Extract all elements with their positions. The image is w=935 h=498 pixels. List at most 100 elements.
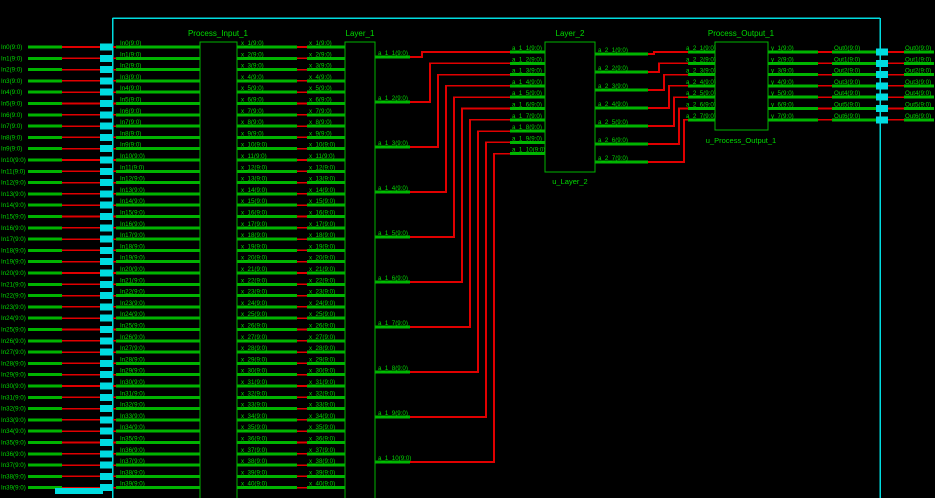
layer-1-in-pin[interactable] — [307, 294, 345, 298]
top-input-port-pin[interactable] — [28, 316, 62, 320]
process-input-in-pin[interactable] — [116, 68, 200, 72]
input-port-symbol[interactable] — [100, 439, 113, 446]
layer-1-out-pin[interactable] — [375, 235, 410, 239]
layer-1-in-pin[interactable] — [307, 192, 345, 196]
process-input-out-pin[interactable] — [237, 328, 297, 331]
top-input-port-pin[interactable] — [28, 418, 62, 422]
instance-process-output-1[interactable] — [714, 41, 769, 131]
output-port-symbol[interactable] — [876, 71, 888, 79]
layer-1-out-pin[interactable] — [375, 280, 410, 284]
input-port-symbol[interactable] — [100, 179, 113, 187]
top-input-port-pin[interactable] — [28, 147, 62, 151]
output-port-symbol[interactable] — [876, 59, 888, 67]
process-input-out-pin[interactable] — [237, 429, 297, 433]
input-port-symbol[interactable] — [100, 314, 113, 322]
layer-2-out-pin[interactable] — [595, 124, 648, 128]
layer-1-in-pin[interactable] — [307, 113, 345, 117]
input-port-symbol[interactable] — [100, 145, 113, 153]
output-port-symbol[interactable] — [876, 82, 888, 90]
layer-1-in-pin[interactable] — [307, 441, 345, 444]
input-port-symbol[interactable] — [100, 224, 113, 232]
input-port-symbol[interactable] — [100, 337, 113, 345]
layer-1-in-pin[interactable] — [307, 135, 345, 139]
output-port-symbol[interactable] — [876, 48, 888, 56]
layer-1-in-pin[interactable] — [307, 463, 345, 467]
top-input-port-pin[interactable] — [28, 135, 62, 139]
process-input-out-pin[interactable] — [237, 226, 297, 230]
process-input-out-pin[interactable] — [237, 45, 297, 49]
top-input-port-pin[interactable] — [28, 463, 62, 467]
top-input-port-pin[interactable] — [28, 45, 62, 49]
process-input-out-pin[interactable] — [237, 124, 297, 128]
layer-2-in-pin[interactable] — [510, 50, 545, 54]
process-input-in-pin[interactable] — [116, 373, 200, 377]
input-port-symbol[interactable] — [100, 484, 113, 492]
input-port-symbol[interactable] — [100, 472, 113, 480]
top-input-port-pin[interactable] — [28, 407, 62, 411]
layer-1-out-pin[interactable] — [375, 145, 410, 149]
process-input-in-pin[interactable] — [116, 429, 200, 433]
input-port-symbol[interactable] — [100, 111, 113, 119]
layer-1-in-pin[interactable] — [307, 158, 345, 162]
process-input-out-pin[interactable] — [237, 135, 297, 139]
layer-1-in-pin[interactable] — [307, 271, 345, 275]
process-input-in-pin[interactable] — [116, 282, 200, 286]
net-a2[interactable] — [648, 62, 688, 73]
top-input-port-pin[interactable] — [28, 79, 62, 83]
process-input-out-pin[interactable] — [237, 395, 297, 399]
input-port-symbol[interactable] — [100, 359, 113, 367]
layer-2-out-pin[interactable] — [595, 160, 648, 164]
process-input-out-pin[interactable] — [237, 90, 297, 94]
layer-1-in-pin[interactable] — [307, 203, 345, 207]
process-input-out-pin[interactable] — [237, 282, 297, 286]
top-input-port-pin[interactable] — [28, 203, 62, 207]
top-input-port-pin[interactable] — [28, 395, 62, 399]
top-input-port-pin[interactable] — [28, 339, 62, 343]
instance-layer-2[interactable] — [544, 41, 596, 173]
layer-1-in-pin[interactable] — [307, 248, 345, 252]
layer-1-in-pin[interactable] — [307, 452, 345, 456]
process-input-out-pin[interactable] — [237, 113, 297, 117]
net-a1[interactable] — [410, 73, 510, 148]
process-input-out-pin[interactable] — [237, 452, 297, 456]
net-a1[interactable] — [410, 107, 510, 283]
layer-1-in-pin[interactable] — [307, 339, 345, 343]
layer-1-in-pin[interactable] — [307, 418, 345, 422]
top-input-port-pin[interactable] — [28, 474, 62, 478]
process-input-out-pin[interactable] — [237, 407, 297, 411]
layer-2-in-pin[interactable] — [510, 152, 545, 156]
top-input-port-pin[interactable] — [28, 192, 62, 196]
process-output-out-pin[interactable] — [768, 73, 818, 77]
net-a2[interactable] — [648, 85, 688, 109]
layer-1-in-pin[interactable] — [307, 474, 345, 478]
input-port-symbol[interactable] — [100, 371, 113, 379]
process-input-out-pin[interactable] — [237, 418, 297, 422]
output-port-symbol[interactable] — [876, 116, 888, 124]
process-input-out-pin[interactable] — [237, 260, 297, 264]
process-input-in-pin[interactable] — [116, 463, 200, 467]
input-port-symbol[interactable] — [100, 416, 113, 424]
layer-2-in-pin[interactable] — [510, 129, 545, 133]
top-output-port-pin[interactable] — [904, 50, 934, 54]
process-input-in-pin[interactable] — [116, 361, 200, 365]
layer-2-in-pin[interactable] — [510, 61, 545, 65]
net-a2[interactable] — [648, 73, 688, 91]
input-port-symbol[interactable] — [100, 77, 113, 85]
process-input-in-pin[interactable] — [116, 418, 200, 422]
top-input-port-pin[interactable] — [28, 113, 62, 117]
input-port-symbol[interactable] — [100, 326, 113, 333]
top-output-port-pin[interactable] — [904, 118, 934, 122]
top-input-port-pin[interactable] — [28, 260, 62, 264]
layer-1-in-pin[interactable] — [307, 215, 345, 218]
input-port-symbol[interactable] — [100, 450, 113, 458]
instance-process-input-1[interactable] — [199, 41, 238, 498]
layer-2-in-pin[interactable] — [510, 140, 545, 144]
process-input-out-pin[interactable] — [237, 158, 297, 162]
process-input-out-pin[interactable] — [237, 339, 297, 343]
process-input-in-pin[interactable] — [116, 384, 200, 388]
process-input-out-pin[interactable] — [237, 237, 297, 241]
layer-1-in-pin[interactable] — [307, 56, 345, 60]
input-port-symbol[interactable] — [100, 122, 113, 130]
layer-1-in-pin[interactable] — [307, 384, 345, 388]
